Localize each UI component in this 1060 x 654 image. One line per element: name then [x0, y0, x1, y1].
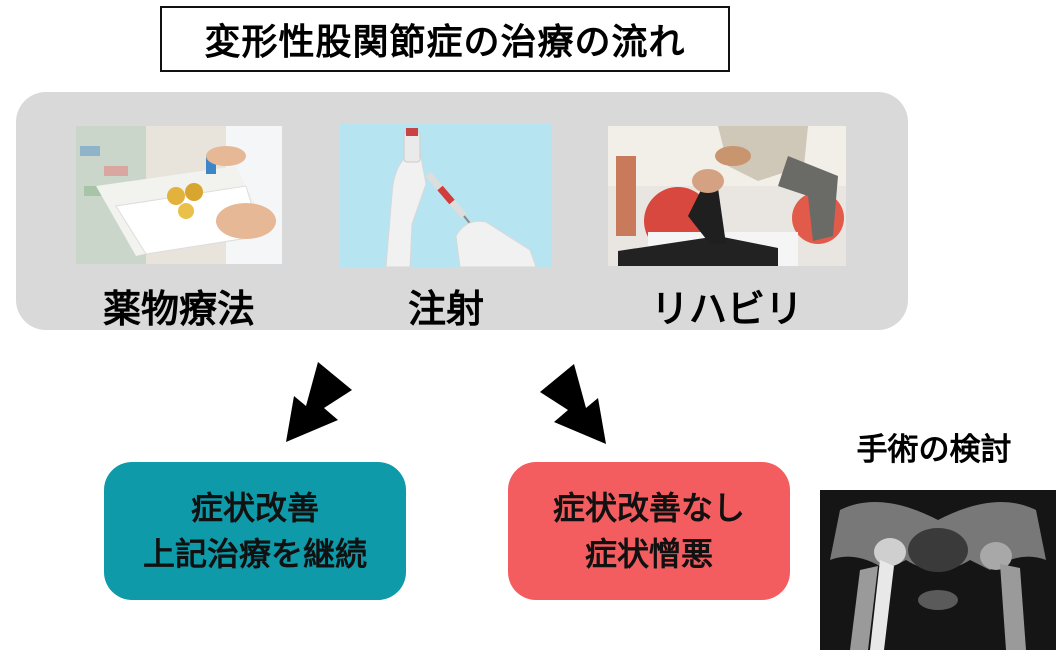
treatment-label-rehabilitation: リハビリ: [650, 287, 803, 331]
surgery-label: 手術の検討: [856, 432, 1012, 468]
outcome-improved-box: 症状改善 上記治療を継続: [104, 462, 406, 600]
outcome-not-improved-box: 症状改善なし 症状憎悪: [508, 462, 790, 600]
outcome-improved-line1: 症状改善: [190, 488, 319, 527]
syringe-injection-photo: [340, 124, 552, 267]
outcome-not-improved-line1: 症状改善なし: [552, 488, 745, 527]
arrow-down-right-icon: [540, 364, 606, 444]
outcome-not-improved-line2: 症状憎悪: [584, 535, 713, 573]
arrow-down-left-icon: [286, 362, 352, 442]
treatment-label-medication: 薬物療法: [102, 287, 255, 331]
treatment-label-injection: 注射: [407, 287, 484, 331]
rehabilitation-photo: [608, 126, 846, 266]
page-title: 変形性股関節症の治療の流れ: [160, 6, 730, 72]
hip-xray-photo: [820, 490, 1056, 650]
medicine-basket-photo: [76, 126, 282, 264]
outcome-improved-line2: 上記治療を継続: [142, 535, 367, 573]
